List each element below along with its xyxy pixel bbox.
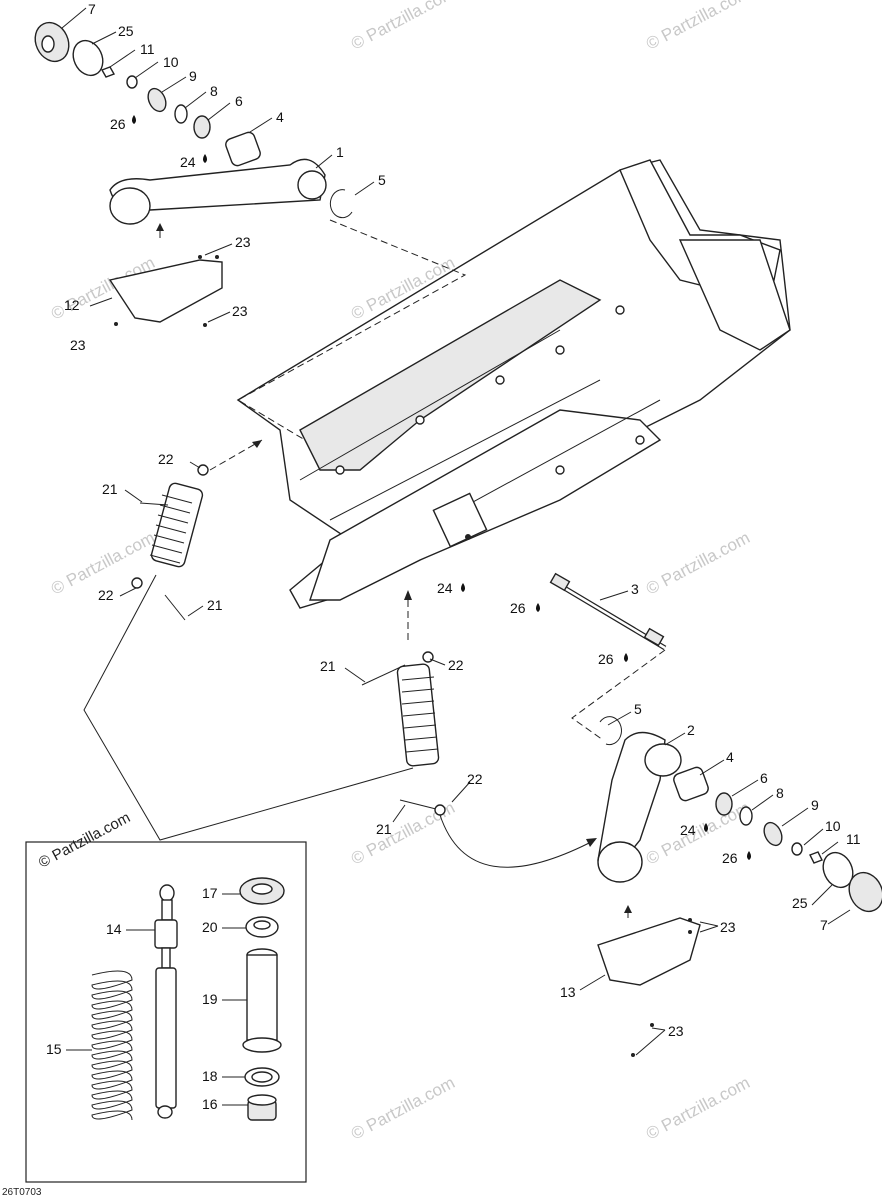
shock-breakdown-inset: © Partzilla.com [25,809,307,1183]
callout-24: 24 [180,154,196,170]
oil-drop-icon [704,823,708,832]
alignment-dashes-left [236,219,467,441]
callout-26: 26 [510,600,526,616]
callout-13: 13 [560,984,576,1000]
callout-9: 9 [189,68,197,84]
callout-26: 26 [722,850,738,866]
watermark: © Partzilla.com [643,1073,753,1144]
callout-6: 6 [235,93,243,109]
callout-18: 18 [202,1068,218,1084]
oil-drop-icon [461,583,465,592]
callout-23: 23 [232,303,248,319]
callout-19: 19 [202,991,218,1007]
damper-body [154,884,178,1119]
callout-25: 25 [118,23,134,39]
right-shock-absorber [361,590,446,816]
callout-11: 11 [140,41,155,57]
callout-21: 21 [102,481,118,497]
callout-labels: 7 25 11 10 9 8 6 4 26 24 1 5 23 12 23 23… [46,1,861,1112]
callout-6: 6 [760,770,768,786]
callout-22: 22 [158,451,174,467]
right-swing-arm-assembly [439,649,882,1057]
left-swing-arm-assembly [34,21,353,327]
skid-plate-right [597,917,701,986]
callout-21: 21 [320,658,336,674]
callout-1: 1 [336,144,344,160]
callout-21: 21 [376,821,392,837]
oil-drop-icon [624,653,628,662]
watermark: © Partzilla.com [643,528,753,599]
pivot-axle [549,572,667,651]
coil-spring [91,970,133,1121]
skid-plate [108,259,223,323]
callout-10: 10 [163,54,179,70]
lubricant-markers [132,115,751,860]
callout-4: 4 [276,109,284,125]
oil-drop-icon [203,154,207,163]
diagram-code: 26T0703 [2,1187,42,1198]
callout-10: 10 [825,818,841,834]
oil-drop-icon [132,115,136,124]
callout-23: 23 [70,337,86,353]
callout-20: 20 [202,919,218,935]
left-shock-absorber [83,439,414,841]
vehicle-frame [236,159,791,609]
callout-22: 22 [467,771,483,787]
watermark: © Partzilla.com [348,1073,458,1144]
callout-24: 24 [437,580,453,596]
callout-23: 23 [235,234,251,250]
callout-11: 11 [846,831,861,847]
callout-4: 4 [726,749,734,765]
callout-21: 21 [207,597,223,613]
callout-5: 5 [634,701,642,717]
watermark: © Partzilla.com [348,0,458,54]
callout-12: 12 [64,297,80,313]
callout-7: 7 [88,1,96,17]
callout-23: 23 [668,1023,684,1039]
callout-14: 14 [106,921,122,937]
callout-8: 8 [210,83,218,99]
callout-3: 3 [631,581,639,597]
leader-lines [61,7,851,1106]
callout-8: 8 [776,785,784,801]
callout-25: 25 [792,895,808,911]
oil-drop-icon [536,603,540,612]
callout-2: 2 [687,722,695,738]
callout-16: 16 [202,1096,218,1112]
callout-15: 15 [46,1041,62,1057]
callout-17: 17 [202,885,218,901]
oil-drop-icon [747,851,751,860]
callout-22: 22 [448,657,464,673]
callout-24: 24 [680,822,696,838]
callout-5: 5 [378,172,386,188]
callout-26: 26 [598,651,614,667]
callout-22: 22 [98,587,114,603]
callout-7: 7 [820,917,828,933]
callout-23: 23 [720,919,736,935]
callout-9: 9 [811,797,819,813]
watermark: © Partzilla.com [643,0,753,54]
callout-26: 26 [110,116,126,132]
